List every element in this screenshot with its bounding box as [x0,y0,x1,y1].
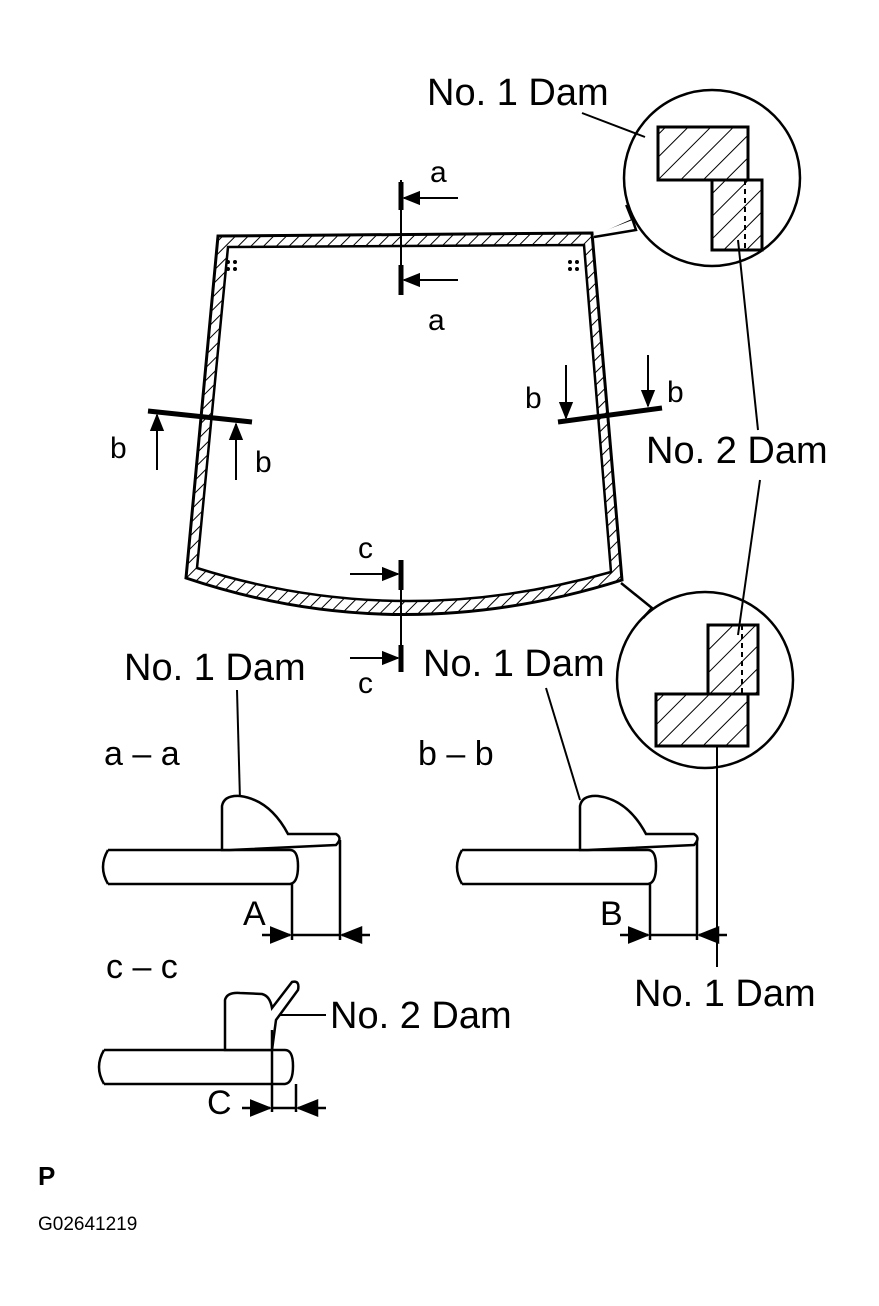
mark-b-left-1: b [110,432,127,465]
label-no2-dam-right: No. 2 Dam [646,430,828,472]
label-no1-dam-left: No. 1 Dam [124,647,306,689]
label-no2-dam-bottom: No. 2 Dam [330,995,512,1037]
section-b-profile [455,794,727,944]
figure-id: G02641219 [38,1214,137,1235]
detail-bubble-top [593,88,802,268]
section-line-b-right [557,355,663,425]
mark-b-right-1: b [525,382,542,415]
mark-b-right-2: b [667,376,684,409]
section-c-profile [97,980,326,1117]
windshield-outline [184,231,624,616]
mark-c-bottom: c [358,667,373,700]
corner-mark-left [226,260,237,271]
section-line-a [398,180,458,295]
section-b-title: b – b [418,735,494,773]
dim-c-label: C [207,1084,232,1122]
section-line-c [350,560,404,672]
mark-a-top: a [430,156,447,189]
label-no1-dam-top: No. 1 Dam [427,72,609,114]
mark-c-top: c [358,532,373,565]
mark-a-bottom: a [428,304,445,337]
dim-a-label: A [243,895,266,933]
section-c-title: c – c [106,948,178,986]
section-a-profile [101,794,370,944]
page-code: P [38,1161,55,1191]
label-no1-dam-middle: No. 1 Dam [423,643,605,685]
label-no1-dam-bottom: No. 1 Dam [634,973,816,1015]
section-line-b-left [147,408,253,480]
section-a-title: a – a [104,735,180,773]
dim-b-label: B [600,895,623,933]
corner-mark-right [568,260,579,271]
detail-bubble-bottom [615,582,795,770]
mark-b-left-2: b [255,446,272,479]
